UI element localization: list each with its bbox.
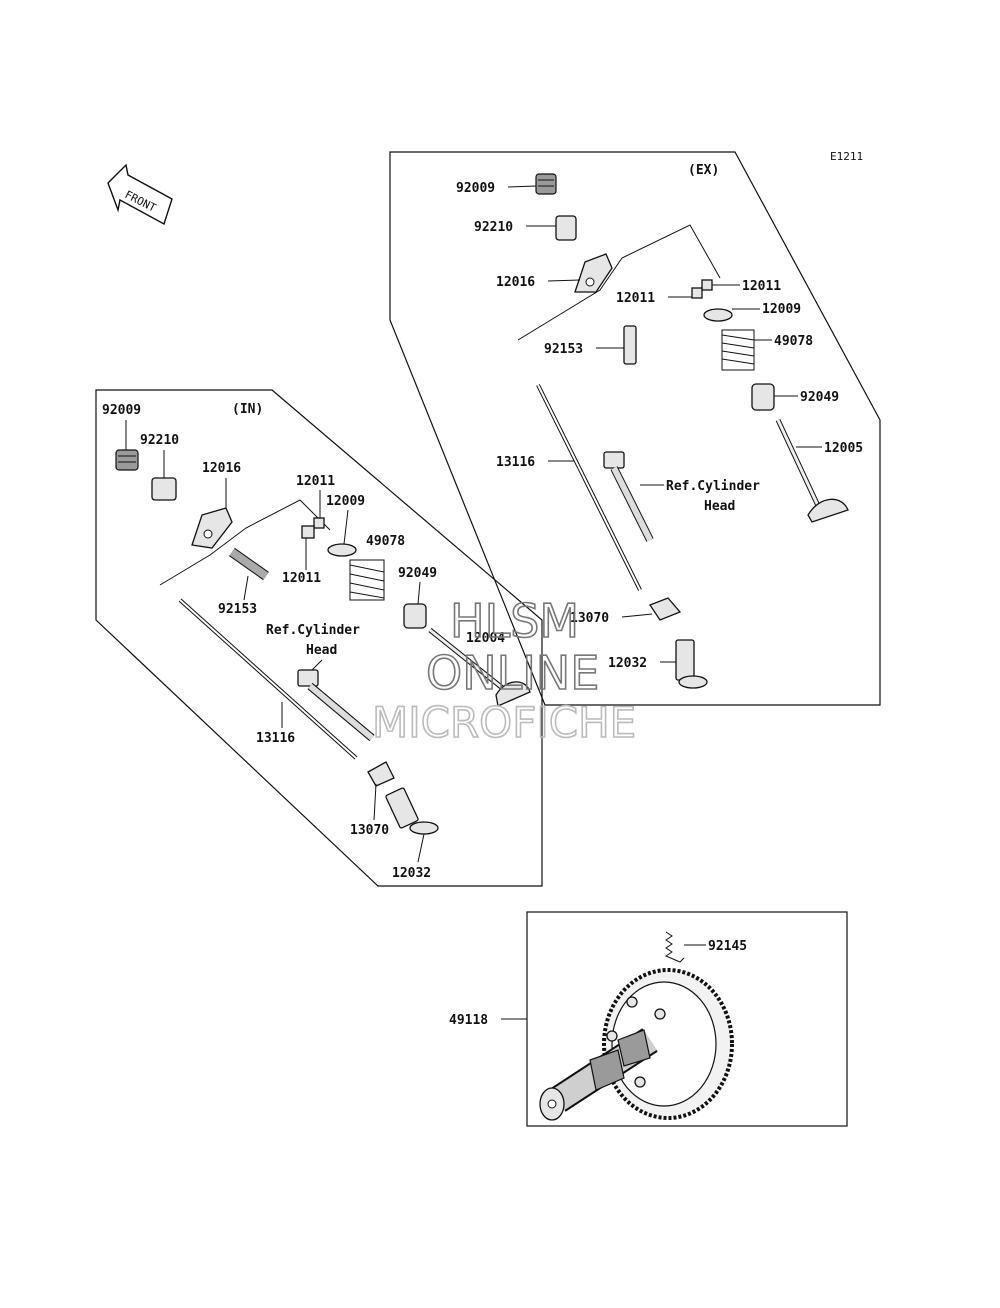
ex-label-92153: 92153 xyxy=(544,342,583,357)
ex-label-12009: 12009 xyxy=(762,302,801,317)
ex-section-title: (EX) xyxy=(688,163,719,178)
watermark-line2: ONLINE xyxy=(426,646,599,700)
ex-label-12011-a: 12011 xyxy=(742,279,781,294)
ex-label-92049: 92049 xyxy=(800,390,839,405)
in-label-92153: 92153 xyxy=(218,602,257,617)
ex-rocker-arm xyxy=(574,253,613,293)
in-label-12004: 12004 xyxy=(466,631,505,646)
in-rocker-arm xyxy=(191,507,233,549)
in-spring xyxy=(349,559,385,601)
in-push-rod xyxy=(178,598,358,760)
ex-ref-line2: Head xyxy=(704,499,735,514)
in-label-92049: 92049 xyxy=(398,566,437,581)
in-valve xyxy=(428,628,531,707)
ex-tappet xyxy=(675,639,708,689)
ex-label-12011-b: 12011 xyxy=(616,291,655,306)
in-tappet xyxy=(385,787,439,835)
cam-spring xyxy=(664,931,685,963)
ex-retainer xyxy=(703,308,733,322)
watermark-line3: MICROFICHE xyxy=(372,698,636,747)
ex-label-12016: 12016 xyxy=(496,275,535,290)
ex-label-13116: 13116 xyxy=(496,455,535,470)
in-ref-line2: Head xyxy=(306,643,337,658)
in-label-12011-b: 12011 xyxy=(282,571,321,586)
in-tappet-guide xyxy=(367,761,395,787)
front-arrow-icon: FRONT xyxy=(107,163,173,226)
ex-collet-b xyxy=(691,287,703,299)
in-ref-line1: Ref.Cylinder xyxy=(266,623,360,638)
in-section-title: (IN) xyxy=(232,402,263,417)
ex-label-12032: 12032 xyxy=(608,656,647,671)
ex-valve-seal xyxy=(751,383,775,411)
diagram-code: E1211 xyxy=(830,150,863,163)
in-rocker-shaft xyxy=(229,547,269,581)
ex-valve xyxy=(775,418,849,523)
ex-ref-cylinder-bolt xyxy=(603,451,654,542)
in-label-12032: 12032 xyxy=(392,866,431,881)
in-label-13116: 13116 xyxy=(256,731,295,746)
ex-adjust-screw xyxy=(535,173,557,195)
in-nut xyxy=(151,477,177,501)
ex-push-rod xyxy=(536,384,642,591)
camshaft-gear xyxy=(602,968,734,1120)
in-label-92009: 92009 xyxy=(102,403,141,418)
watermark-line1: HLSM xyxy=(450,594,579,648)
ex-rocker-shaft xyxy=(623,325,637,365)
ex-section-border xyxy=(389,151,881,706)
ex-collet-a xyxy=(701,279,713,291)
cam-label-92145: 92145 xyxy=(708,939,747,954)
ex-nut xyxy=(555,215,577,241)
in-label-12009: 12009 xyxy=(326,494,365,509)
in-label-92210: 92210 xyxy=(140,433,179,448)
in-adjust-screw xyxy=(115,449,139,471)
in-label-13070: 13070 xyxy=(350,823,389,838)
in-section-border xyxy=(95,389,543,887)
ex-tappet-guide xyxy=(649,597,682,621)
ex-label-12005: 12005 xyxy=(824,441,863,456)
in-ref-cylinder-bolt xyxy=(297,669,375,742)
in-label-12016: 12016 xyxy=(202,461,241,476)
in-collet-a xyxy=(313,517,325,529)
camshaft xyxy=(539,1028,658,1121)
ex-label-13070: 13070 xyxy=(570,611,609,626)
cam-label-49118: 49118 xyxy=(449,1013,488,1028)
ex-label-92210: 92210 xyxy=(474,220,513,235)
in-valve-seal xyxy=(403,603,427,629)
ex-spring xyxy=(721,329,755,371)
ex-label-92009: 92009 xyxy=(456,181,495,196)
in-collet-b xyxy=(301,525,315,539)
in-retainer xyxy=(327,543,357,557)
ex-ref-line1: Ref.Cylinder xyxy=(666,479,760,494)
in-label-12011-a: 12011 xyxy=(296,474,335,489)
in-label-49078: 49078 xyxy=(366,534,405,549)
ex-label-49078: 49078 xyxy=(774,334,813,349)
